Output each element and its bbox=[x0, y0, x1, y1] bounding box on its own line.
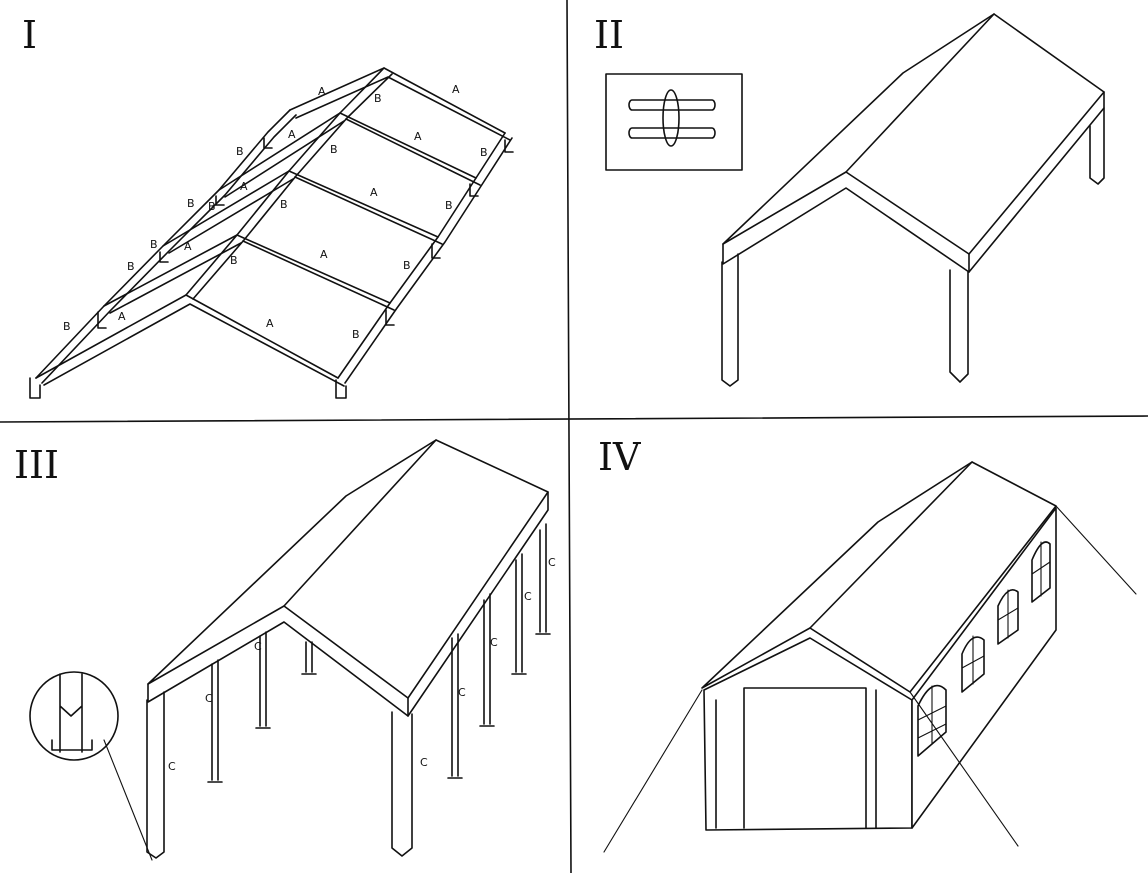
frame-label-b: B bbox=[208, 200, 216, 213]
guy-rope bbox=[603, 689, 703, 853]
panel-3-labels: C C C C C C C C bbox=[168, 556, 556, 773]
frame-front-gable bbox=[35, 294, 339, 379]
divider-horizontal bbox=[0, 415, 1148, 423]
canopy-ridge bbox=[845, 13, 995, 173]
frame-left-eave bbox=[35, 109, 291, 379]
frame-label-a: A bbox=[320, 248, 328, 261]
panel-1-labels: A A A A A A A A A A B B B B B B B B B B … bbox=[63, 83, 488, 341]
frame-label-b: B bbox=[187, 197, 195, 210]
frame-label-b: B bbox=[63, 320, 71, 333]
leg-label-c: C bbox=[168, 760, 176, 773]
frame-label-a: A bbox=[370, 186, 378, 199]
tent-door-panel bbox=[743, 687, 867, 829]
canopy-valance bbox=[147, 491, 549, 717]
panel-4-number: IV bbox=[598, 435, 641, 479]
frame-label-a: A bbox=[288, 128, 296, 141]
panel-3-canopy bbox=[29, 439, 551, 861]
canopy-ridge bbox=[283, 439, 437, 607]
strap-icon bbox=[662, 89, 680, 147]
frame-label-a: A bbox=[184, 240, 192, 253]
frame-label-b: B bbox=[352, 328, 360, 341]
leg-label-c: C bbox=[205, 692, 213, 705]
tent-ridge bbox=[809, 461, 973, 629]
frame-back-gable bbox=[289, 67, 506, 134]
frame-label-b: B bbox=[280, 198, 288, 211]
connector-detail-inset bbox=[605, 73, 743, 171]
frame-label-a: A bbox=[266, 317, 274, 330]
frame-label-b: B bbox=[403, 259, 411, 272]
frame-right-eave bbox=[337, 132, 506, 379]
frame-label-a: A bbox=[240, 180, 248, 193]
frame-label-a: A bbox=[118, 310, 126, 323]
frame-label-b: B bbox=[150, 238, 158, 251]
leg-detail-tube bbox=[59, 673, 83, 753]
detail-leader-line bbox=[103, 739, 153, 861]
frame-label-b: B bbox=[236, 145, 244, 158]
canopy-leg bbox=[146, 691, 165, 859]
leg-detail-circle bbox=[29, 671, 119, 761]
panel-2-number: II bbox=[594, 13, 624, 57]
divider-vertical bbox=[566, 0, 572, 873]
panel-1-frame bbox=[29, 67, 514, 399]
panel-2-canopy bbox=[605, 13, 1105, 387]
frame-label-b: B bbox=[480, 146, 488, 159]
leg-label-c: C bbox=[548, 556, 556, 569]
frame-label-b: B bbox=[127, 260, 135, 273]
canopy-leg bbox=[721, 253, 739, 387]
frame-label-b: B bbox=[330, 143, 338, 156]
frame-label-a: A bbox=[318, 85, 326, 98]
panel-3-number: III bbox=[14, 443, 59, 487]
panel-1-number: I bbox=[22, 13, 37, 57]
frame-label-b: B bbox=[374, 92, 382, 105]
leg-label-c: C bbox=[490, 636, 498, 649]
frame-leg-stub bbox=[29, 377, 41, 399]
frame-label-b: B bbox=[445, 199, 453, 212]
panel-4-tent bbox=[603, 461, 1137, 853]
frame-label-b: B bbox=[230, 254, 238, 267]
leg-label-c: C bbox=[254, 640, 262, 653]
leg-label-c: C bbox=[524, 590, 532, 603]
leg-label-c: C bbox=[458, 686, 466, 699]
frame-label-a: A bbox=[452, 83, 460, 96]
canopy-valance bbox=[722, 91, 1105, 273]
frame-label-a: A bbox=[414, 130, 422, 143]
leg-label-c: C bbox=[420, 756, 428, 769]
